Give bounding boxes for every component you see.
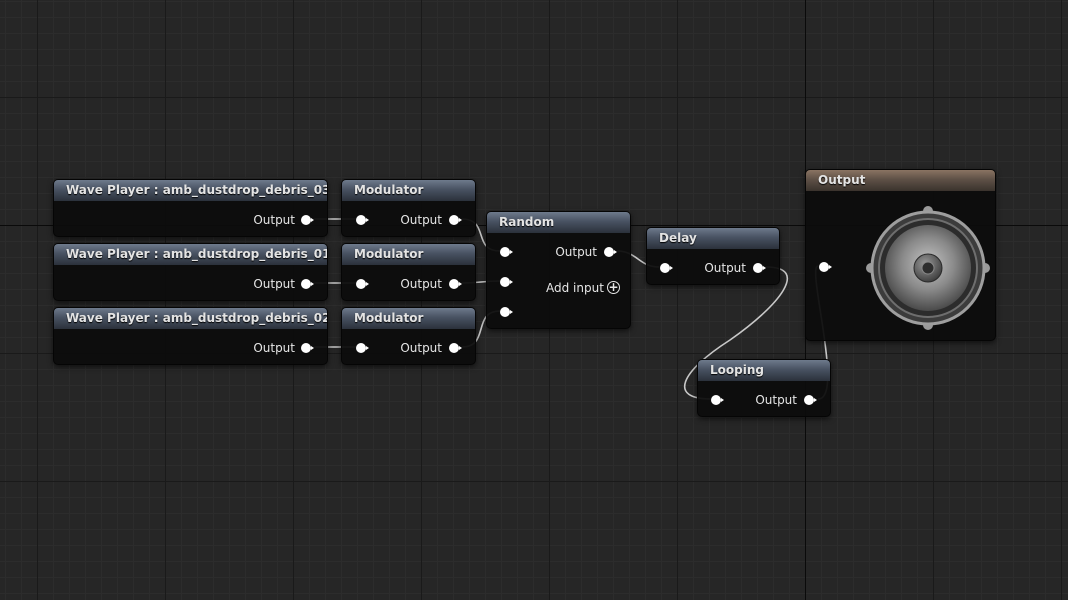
pin-output-label: Output <box>253 277 295 291</box>
pin-output-label: Output <box>704 261 746 275</box>
node-title: Delay <box>647 228 779 249</box>
node-title: Output <box>806 170 995 191</box>
output-pin-icon[interactable] <box>449 343 462 353</box>
pin-output-label: Output <box>253 341 295 355</box>
node-title: Random <box>487 212 630 233</box>
pin-output-label: Output <box>755 393 797 407</box>
pin-output-label: Output <box>400 277 442 291</box>
output-pin-icon[interactable] <box>753 263 766 273</box>
input-pin-icon[interactable] <box>356 279 369 289</box>
output-pin-icon[interactable] <box>604 247 617 257</box>
node-wave-player-02[interactable]: Wave Player : amb_dustdrop_debris_02 Out… <box>53 307 328 365</box>
node-delay[interactable]: Delay Output <box>646 227 780 285</box>
input-pin-icon[interactable] <box>819 262 832 272</box>
node-wave-player-01[interactable]: Wave Player : amb_dustdrop_debris_01 Out… <box>53 243 328 301</box>
node-title: Modulator <box>342 244 475 265</box>
output-pin-icon[interactable] <box>449 215 462 225</box>
output-pin-icon[interactable] <box>301 279 314 289</box>
node-modulator-3[interactable]: Modulator Output <box>341 307 476 365</box>
input-pin-icon[interactable] <box>711 395 724 405</box>
node-title: Modulator <box>342 180 475 201</box>
node-modulator-1[interactable]: Modulator Output <box>341 179 476 237</box>
node-title: Wave Player : amb_dustdrop_debris_01 <box>54 244 327 265</box>
node-wave-player-03[interactable]: Wave Player : amb_dustdrop_debris_03 Out… <box>53 179 328 237</box>
node-random[interactable]: Random Output Add input + <box>486 211 631 329</box>
input-pin-icon[interactable] <box>356 343 369 353</box>
pin-output-label: Output <box>253 213 295 227</box>
output-pin-icon[interactable] <box>449 279 462 289</box>
speaker-icon <box>866 206 990 330</box>
output-pin-icon[interactable] <box>301 343 314 353</box>
add-input-label[interactable]: Add input <box>546 281 604 295</box>
node-modulator-2[interactable]: Modulator Output <box>341 243 476 301</box>
input-pin-icon[interactable] <box>500 307 513 317</box>
input-pin-icon[interactable] <box>356 215 369 225</box>
pin-output-label: Output <box>400 341 442 355</box>
node-title: Modulator <box>342 308 475 329</box>
output-pin-icon[interactable] <box>804 395 817 405</box>
input-pin-icon[interactable] <box>500 247 513 257</box>
node-title: Wave Player : amb_dustdrop_debris_03 <box>54 180 327 201</box>
node-output[interactable]: Output <box>805 169 996 341</box>
pin-output-label: Output <box>555 245 597 259</box>
node-looping[interactable]: Looping Output <box>697 359 831 417</box>
plus-circle-icon[interactable]: + <box>607 281 620 294</box>
input-pin-icon[interactable] <box>500 277 513 287</box>
node-title: Wave Player : amb_dustdrop_debris_02 <box>54 308 327 329</box>
input-pin-icon[interactable] <box>660 263 673 273</box>
pin-output-label: Output <box>400 213 442 227</box>
output-pin-icon[interactable] <box>301 215 314 225</box>
node-title: Looping <box>698 360 830 381</box>
